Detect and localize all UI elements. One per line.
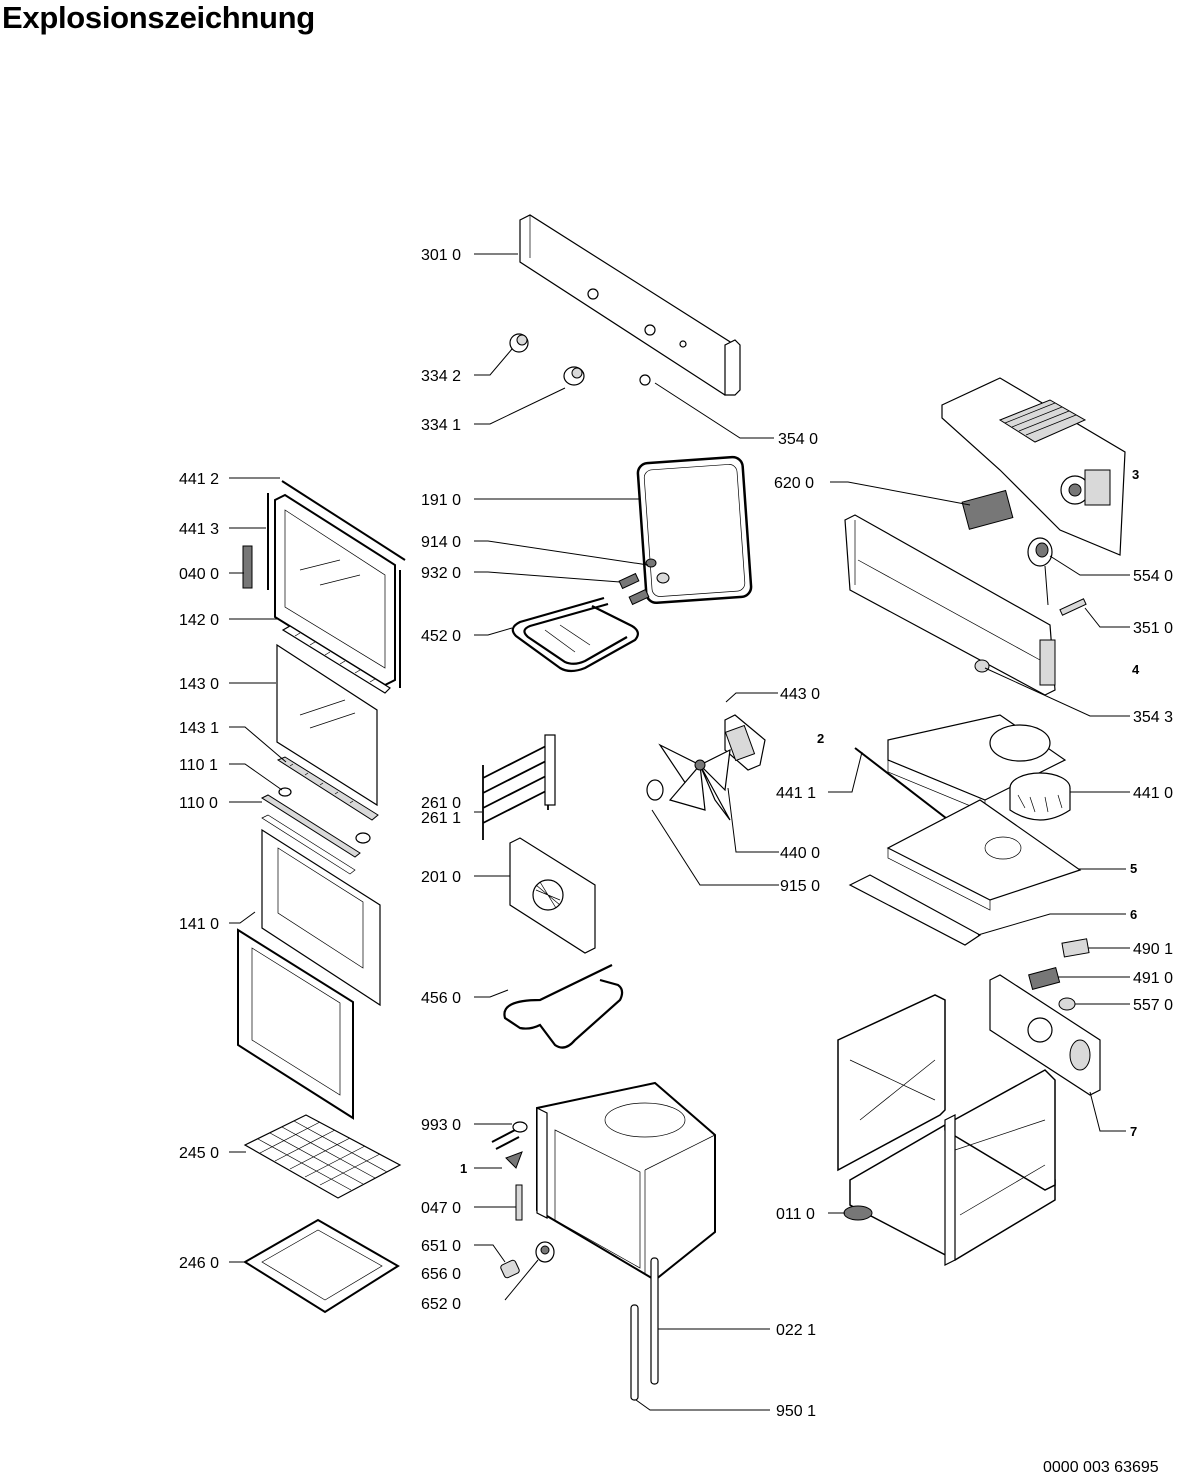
label-491-0: 491 0: [1133, 970, 1173, 987]
document-number: 0000 003 63695: [1043, 1459, 1159, 1476]
part-thermostat: [1027, 537, 1053, 606]
label-452-0: 452 0: [421, 628, 461, 645]
label-456-0: 456 0: [421, 990, 461, 1007]
label-110-0: 110 0: [179, 795, 218, 812]
part-hinge-bracket: [491, 1121, 528, 1221]
part-rear-panel: [989, 974, 1101, 1096]
label-490-1: 490 1: [1133, 941, 1173, 958]
leader-lines: [229, 253, 1130, 1411]
group-label-5: 5: [1130, 861, 1137, 876]
part-front-frame: [844, 514, 1056, 696]
label-914-0: 914 0: [421, 534, 461, 551]
group-label-6: 6: [1130, 907, 1137, 922]
label-651-0: 651 0: [421, 1238, 461, 1255]
part-door-frame: [274, 493, 396, 687]
part-cabinet-housing: [837, 994, 1056, 1266]
part-top-cover-assembly: [941, 377, 1126, 556]
label-440-0: 440 0: [780, 845, 820, 862]
part-top-heating-element: [511, 596, 639, 673]
label-441-2: 441 2: [179, 471, 219, 488]
label-143-1: 143 1: [179, 720, 219, 737]
part-control-panel: [519, 214, 741, 396]
part-lamp-holders: [618, 558, 670, 606]
part-lower-plate: [886, 799, 1082, 911]
part-sensor: [1059, 598, 1087, 616]
part-door-hinge: [242, 545, 253, 589]
part-door-trims: [267, 480, 406, 688]
label-261-0: 261 0: [421, 795, 461, 812]
part-door-vent-strip: [281, 625, 391, 694]
group-label-1: 1: [460, 1161, 467, 1176]
label-301-0: 301 0: [421, 247, 461, 264]
part-knobs: [509, 333, 651, 386]
part-motor-housing: [1009, 772, 1071, 821]
label-143-0: 143 0: [179, 676, 219, 693]
label-245-0: 245 0: [179, 1145, 219, 1162]
label-141-0: 141 0: [179, 916, 219, 933]
label-047-0: 047 0: [421, 1200, 461, 1217]
part-bottom-heating-element: [503, 964, 624, 1049]
group-label-3: 3: [1132, 467, 1139, 482]
label-652-0: 652 0: [421, 1296, 461, 1313]
label-142-0: 142 0: [179, 612, 219, 629]
part-middle-glass: [261, 828, 381, 1007]
part-inner-glass: [276, 643, 378, 807]
label-334-1: 334 1: [421, 417, 461, 434]
part-small-electrical: [1028, 938, 1090, 1011]
group-label-7: 7: [1130, 1124, 1137, 1139]
label-261-1: 261 1: [421, 810, 461, 827]
part-glass-bracket: [260, 794, 371, 875]
drawing-title: Explosionszeichnung: [2, 0, 315, 35]
label-915-0: 915 0: [780, 878, 820, 895]
part-glass-strip: [276, 756, 379, 821]
label-351-0: 351 0: [1133, 620, 1173, 637]
part-outer-door: [237, 928, 354, 1120]
label-557-0: 557 0: [1133, 997, 1173, 1014]
part-side-racks: [482, 734, 556, 840]
part-baking-tray: [243, 1218, 400, 1314]
label-246-0: 246 0: [179, 1255, 219, 1272]
part-labels: 301 0 334 2 334 1 354 0 191 0 914 0 932 …: [179, 247, 1173, 1420]
label-334-2: 334 2: [421, 368, 461, 385]
part-lamp: [500, 1241, 555, 1279]
label-554-0: 554 0: [1133, 568, 1173, 585]
part-strip-4411: [854, 747, 956, 826]
label-441-0: 441 0: [1133, 785, 1173, 802]
part-oven-cavity: [536, 1081, 716, 1282]
label-011-0: 011 0: [776, 1206, 815, 1223]
part-wire-shelf: [243, 1114, 402, 1199]
label-441-1: 441 1: [776, 785, 816, 802]
label-354-3: 354 3: [1133, 709, 1173, 726]
label-354-0: 354 0: [778, 431, 818, 448]
label-620-0: 620 0: [774, 475, 814, 492]
label-656-0: 656 0: [421, 1266, 461, 1283]
part-fan-motor: [724, 714, 766, 771]
label-993-0: 993 0: [421, 1117, 461, 1134]
part-fan-wheel: [646, 743, 731, 821]
label-441-3: 441 3: [179, 521, 219, 538]
part-door-gasket: [636, 455, 753, 605]
part-fan-cover: [509, 837, 596, 954]
group-label-4: 4: [1132, 662, 1140, 677]
label-950-1: 950 1: [776, 1403, 816, 1420]
label-201-0: 201 0: [421, 869, 461, 886]
part-door-seals: [630, 1257, 659, 1401]
label-022-1: 022 1: [776, 1322, 816, 1339]
label-110-1: 110 1: [179, 757, 218, 774]
label-040-0: 040 0: [179, 566, 219, 583]
label-443-0: 443 0: [780, 686, 820, 703]
label-191-0: 191 0: [421, 492, 461, 509]
label-932-0: 932 0: [421, 565, 461, 582]
group-label-2: 2: [817, 731, 824, 746]
part-bottom-strip: [848, 874, 982, 946]
